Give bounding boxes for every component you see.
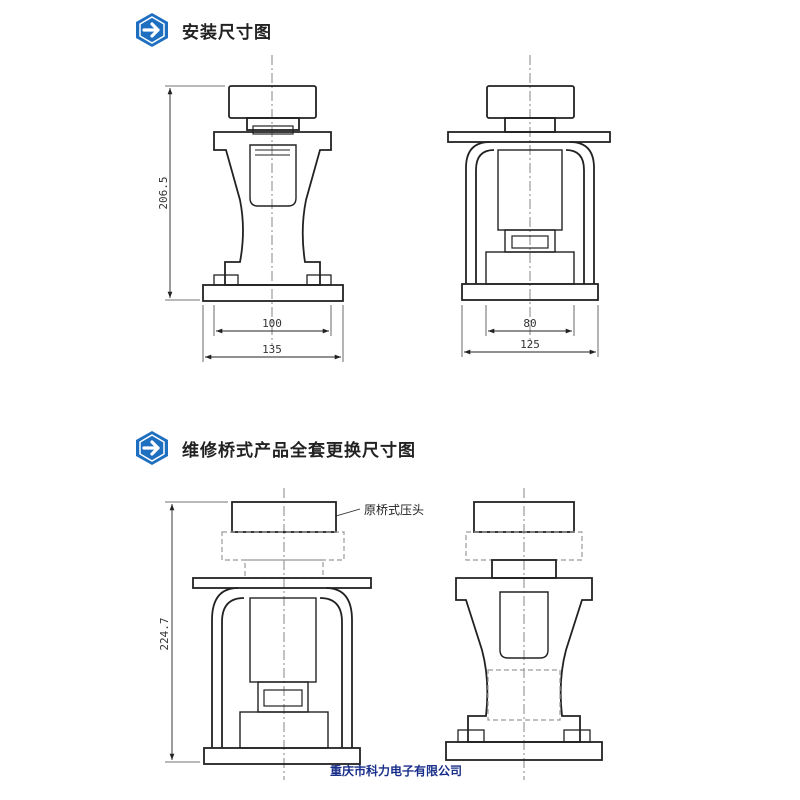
section-title-replacement: 维修桥式产品全套更换尺寸图: [182, 440, 416, 461]
install-front-dimensions: 206.5 100 135: [157, 85, 344, 362]
install-front-view: [202, 55, 344, 345]
section-title-install: 安装尺寸图: [182, 22, 272, 43]
height-dim-label: 206.5: [157, 176, 170, 209]
install-side-dimensions: 80 125: [461, 305, 599, 357]
replacement-frame-view: [192, 488, 372, 780]
side-outer-dim-label: 125: [520, 338, 540, 351]
replacement-frame-annotations: 原桥式压头 224.7: [158, 501, 424, 763]
arrow-right-icon: [136, 13, 168, 47]
company-footer: 重庆市科力电子有限公司: [330, 764, 463, 778]
arrow-right-icon: [136, 431, 168, 465]
side-inner-dim-label: 80: [523, 317, 536, 330]
install-side-view: [447, 55, 611, 345]
replacement-height-label: 224.7: [158, 617, 171, 650]
front-outer-dim-label: 135: [262, 343, 282, 356]
section-header-replacement: 维修桥式产品全套更换尺寸图: [134, 428, 416, 468]
replacement-body-view: [445, 488, 603, 780]
callout-original-head: 原桥式压头: [364, 503, 424, 517]
front-inner-dim-label: 100: [262, 317, 282, 330]
section-header-install: 安装尺寸图: [134, 10, 272, 50]
